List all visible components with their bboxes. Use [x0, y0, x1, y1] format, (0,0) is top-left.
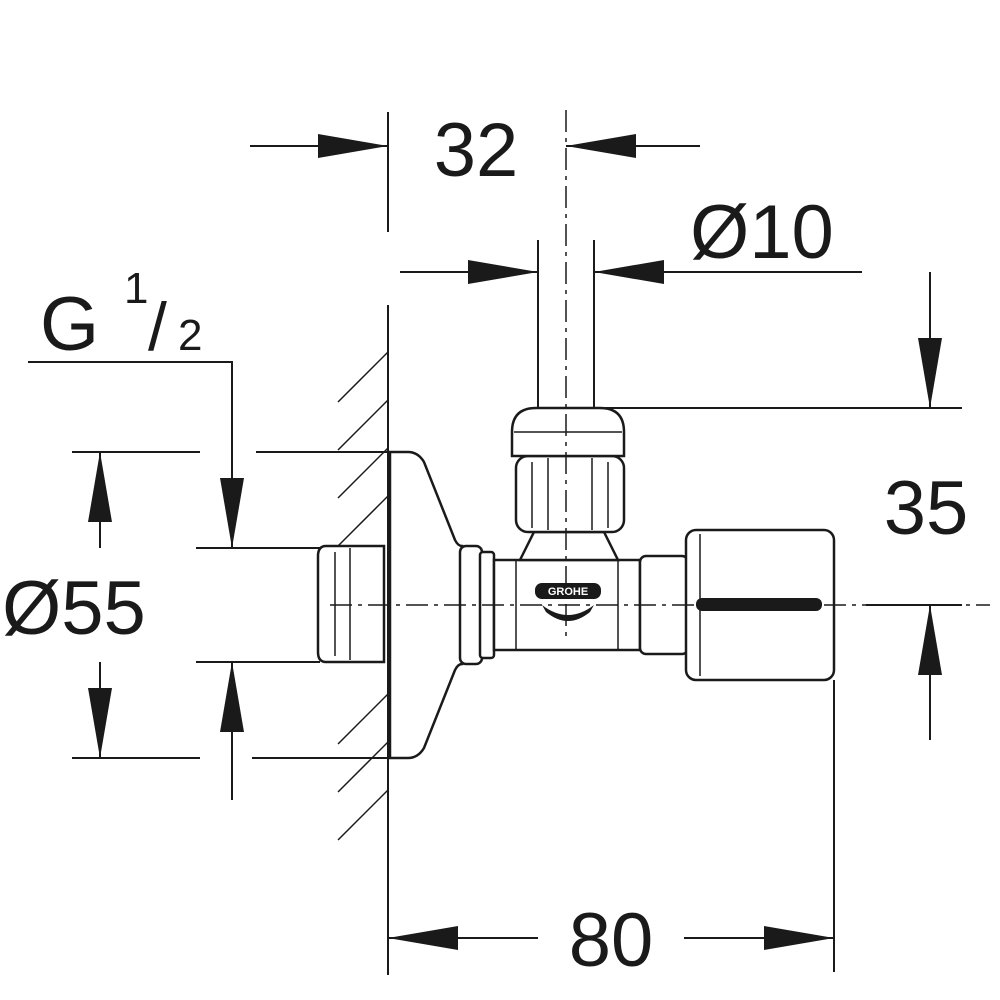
dimension-80: 80: [388, 680, 835, 983]
dimension-32: 32: [250, 108, 700, 232]
valve-body: GROHE: [316, 240, 836, 760]
thread-leader: [28, 361, 233, 548]
thread-numerator: 1: [124, 264, 148, 313]
body-taper: [517, 530, 621, 562]
wall-hatching: [337, 351, 389, 841]
dim-label-diameter-10: Ø10: [690, 190, 834, 275]
thread-label-group: G 1 / 2: [28, 264, 320, 800]
thread-stub: [316, 544, 386, 664]
thread-prefix: G: [40, 282, 99, 367]
wall: [337, 305, 389, 975]
dim-label-32: 32: [434, 108, 519, 193]
dim-label-35: 35: [884, 466, 969, 551]
dimension-35: 35: [604, 272, 968, 740]
dimension-diameter-55: Ø55: [2, 451, 400, 759]
dimension-diameter-10: Ø10: [400, 190, 862, 284]
thread-slash: /: [148, 289, 167, 365]
logo-text: GROHE: [548, 586, 588, 598]
dim-label-80: 80: [569, 898, 654, 983]
dim-label-diameter-55: Ø55: [2, 566, 146, 651]
grohe-logo: GROHE: [535, 583, 601, 621]
thread-denominator: 2: [178, 311, 202, 360]
